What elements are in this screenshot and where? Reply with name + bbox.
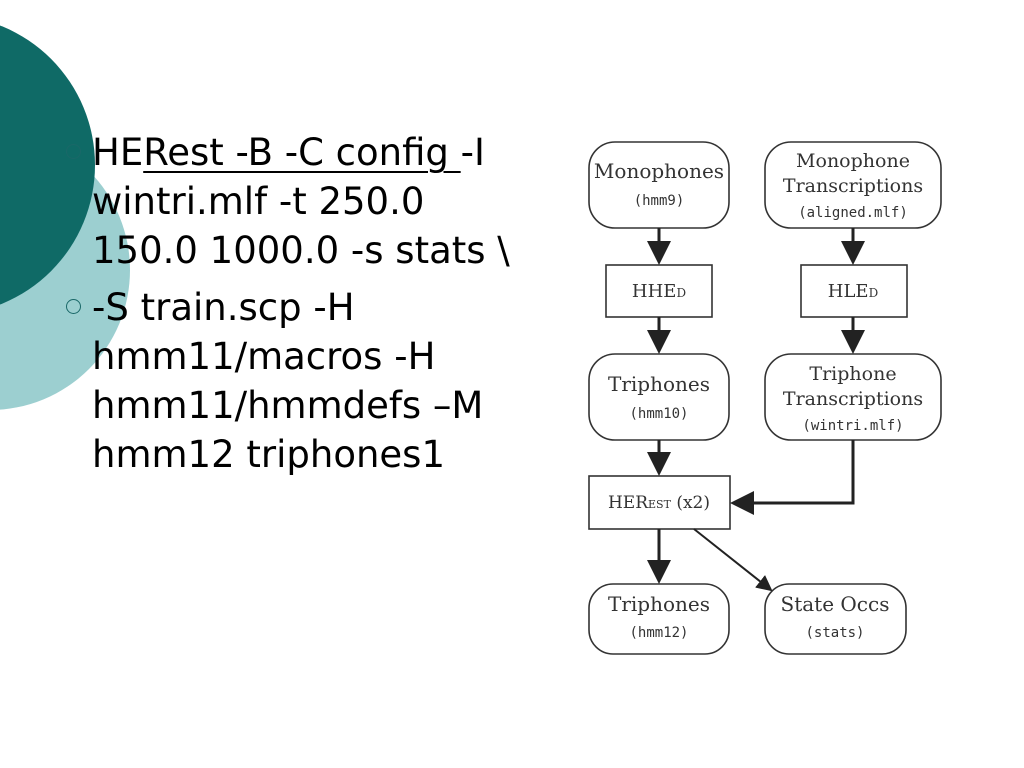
triphones1-file: (hmm10) [629, 406, 688, 422]
monophones-node [588, 141, 730, 229]
hhed-small: D [676, 286, 686, 300]
bullet-text-rest: -I wintri.mlf -t 250.0 150.0 1000.0 -s s… [92, 131, 510, 272]
hhed-label: HHED [632, 281, 686, 302]
bullet-icon [66, 144, 81, 159]
bullet-list: HERest -B -C config -I wintri.mlf -t 250… [60, 128, 530, 487]
state-occs-title: State Occs [781, 592, 890, 616]
monophone-trans-file: (aligned.mlf) [798, 205, 908, 221]
triphones1-title: Triphones [608, 372, 710, 396]
herest-suffix: (x2) [671, 493, 710, 513]
herest-main: HER [608, 493, 649, 513]
bullet-text: -S train.scp -H hmm11/macros -H hmm11/hm… [92, 286, 484, 476]
dark-teal-circle [0, 25, 95, 305]
hled-main: HLE [828, 281, 869, 302]
bullet-item-train: -S train.scp -H hmm11/macros -H hmm11/hm… [60, 283, 530, 479]
triphone-trans-line2: Transcriptions [783, 388, 923, 410]
bullet-text-plain: HE [92, 131, 144, 174]
bullet-item-herest: HERest -B -C config -I wintri.mlf -t 250… [60, 128, 530, 275]
monophone-trans-line2: Transcriptions [783, 175, 923, 197]
state-occs-file: (stats) [805, 625, 864, 641]
state-occs-node [764, 583, 907, 655]
herest-small: EST [648, 498, 672, 511]
triphone-trans-file: (wintri.mlf) [802, 418, 903, 434]
triphones-hmm12-node [588, 583, 730, 655]
hled-label: HLED [828, 281, 878, 302]
arrow-herest-stateoccs [693, 528, 773, 592]
bullet-icon [66, 299, 81, 314]
monophones-file: (hmm9) [634, 193, 685, 209]
herest-label: HEREST (x2) [608, 493, 710, 513]
triphone-trans-line1: Triphone [809, 363, 896, 385]
monophone-trans-line1: Monophone [796, 150, 910, 172]
bullet-text-underlined: Rest -B -C config [143, 131, 461, 174]
monophones-title: Monophones [594, 159, 724, 183]
triphones-hmm10-node [588, 353, 730, 441]
triphones2-title: Triphones [608, 592, 710, 616]
hled-node [800, 264, 908, 318]
hhed-main: HHE [632, 281, 677, 302]
hled-small: D [869, 286, 879, 300]
hhed-node [605, 264, 713, 318]
triphones2-file: (hmm12) [629, 625, 688, 641]
arrow-triphonetrans-herest [730, 440, 855, 515]
